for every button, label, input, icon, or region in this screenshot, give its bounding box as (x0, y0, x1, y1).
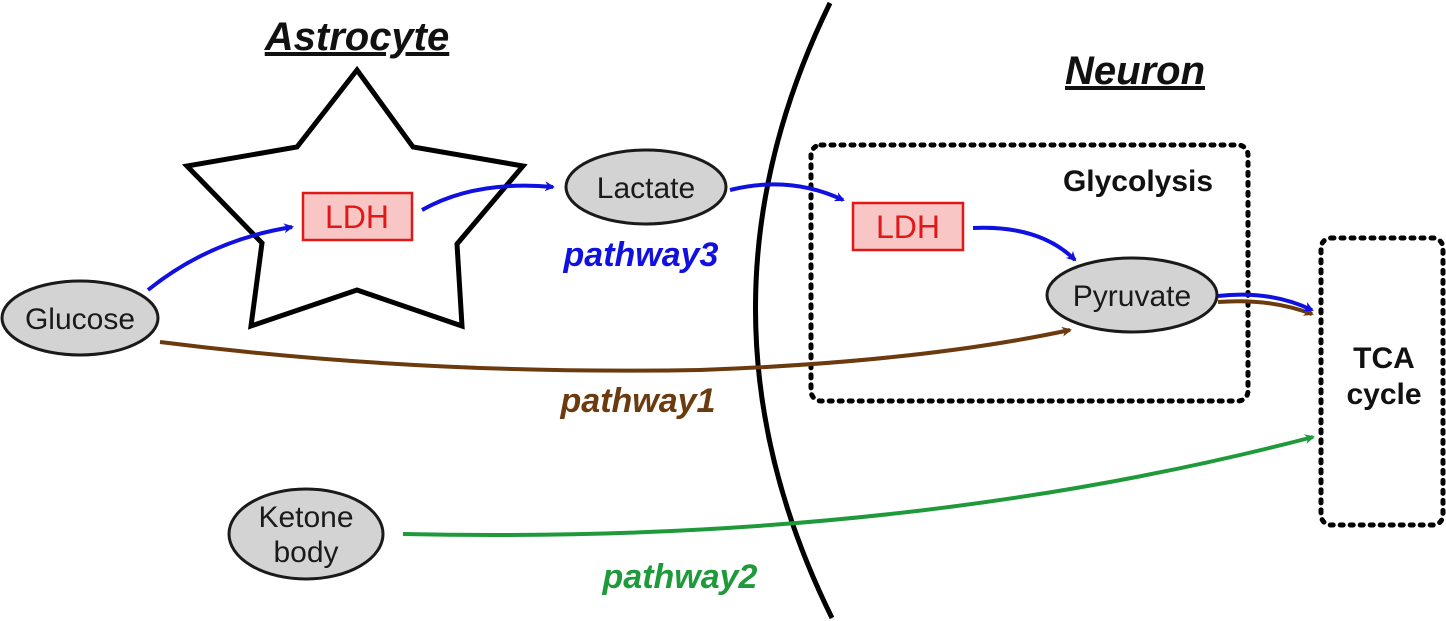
lactate-label: Lactate (597, 172, 695, 205)
cell-membrane-line (753, 1, 835, 620)
tca-label-line2: cycle (1346, 378, 1421, 411)
ldh-astrocyte-node: LDH (301, 191, 414, 242)
arrow-lactate-to-neuron-ldh (729, 182, 845, 202)
arrow-ketone-to-tca (402, 434, 1315, 538)
glycolysis-label: Glycolysis (1063, 165, 1213, 198)
pyruvate-node: Pyruvate (1045, 256, 1219, 334)
arrow-glucose-to-pyruvate (159, 326, 1072, 373)
pyruvate-label: Pyruvate (1073, 280, 1191, 313)
lactate-node: Lactate (564, 148, 728, 226)
arrow-ldh-to-lactate (421, 181, 555, 212)
ldh-neuron-label: LDH (876, 209, 940, 245)
ketone-body-node: Ketone body (227, 487, 385, 581)
tca-cycle-box (1318, 235, 1446, 528)
arrow-ldh-to-pyruvate (972, 225, 1077, 262)
glucose-node: Glucose (0, 279, 160, 357)
tca-label-line1: TCA (1353, 342, 1415, 375)
pathway2-label: pathway2 (602, 558, 758, 596)
glucose-label: Glucose (25, 303, 135, 336)
arrow-pyruvate-to-tca-blue (1217, 292, 1314, 312)
glycolysis-box (808, 142, 1251, 404)
neuron-title: Neuron (1065, 49, 1205, 93)
ketone-label-line1: Ketone (258, 501, 353, 534)
ketone-label-line2: body (273, 536, 338, 569)
arrow-glucose-to-ldh (146, 223, 294, 292)
pathway1-label: pathway1 (560, 382, 716, 420)
ldh-astrocyte-label: LDH (325, 199, 389, 235)
pathway3-label: pathway3 (563, 236, 719, 274)
ldh-neuron-node: LDH (851, 201, 965, 252)
astrocyte-title: Astrocyte (264, 15, 450, 59)
